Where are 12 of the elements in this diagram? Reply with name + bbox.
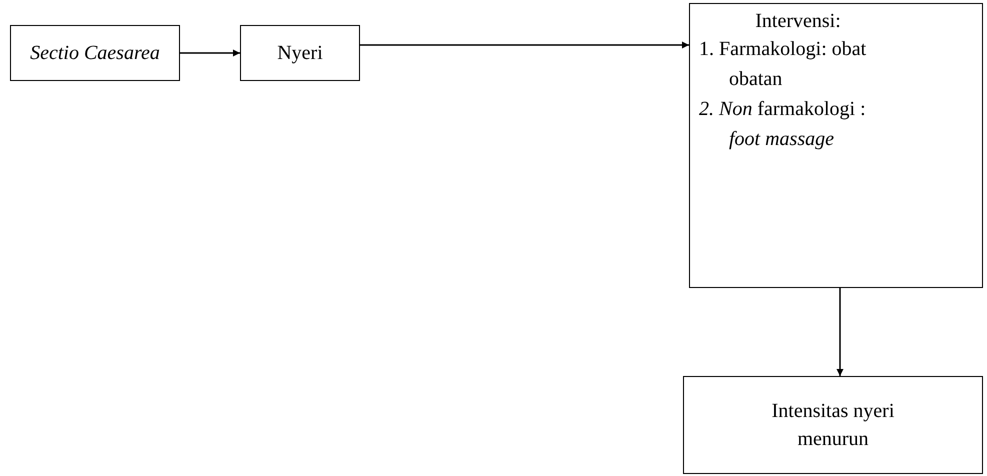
process-box — [240, 25, 360, 81]
process-box — [689, 3, 983, 288]
process-box — [10, 25, 180, 81]
box-label: Nyeri — [277, 42, 323, 64]
box-heading: Intervensi: — [754, 9, 842, 34]
box-label: Sectio Caesarea — [30, 42, 160, 64]
arrow — [180, 50, 240, 56]
box-label: Intensitas nyeri menurun — [770, 399, 896, 452]
arrow — [360, 42, 689, 48]
arrow — [836, 288, 844, 376]
list-item: 2. Non farmakologi : foot massage — [699, 97, 867, 152]
process-box — [683, 376, 983, 474]
